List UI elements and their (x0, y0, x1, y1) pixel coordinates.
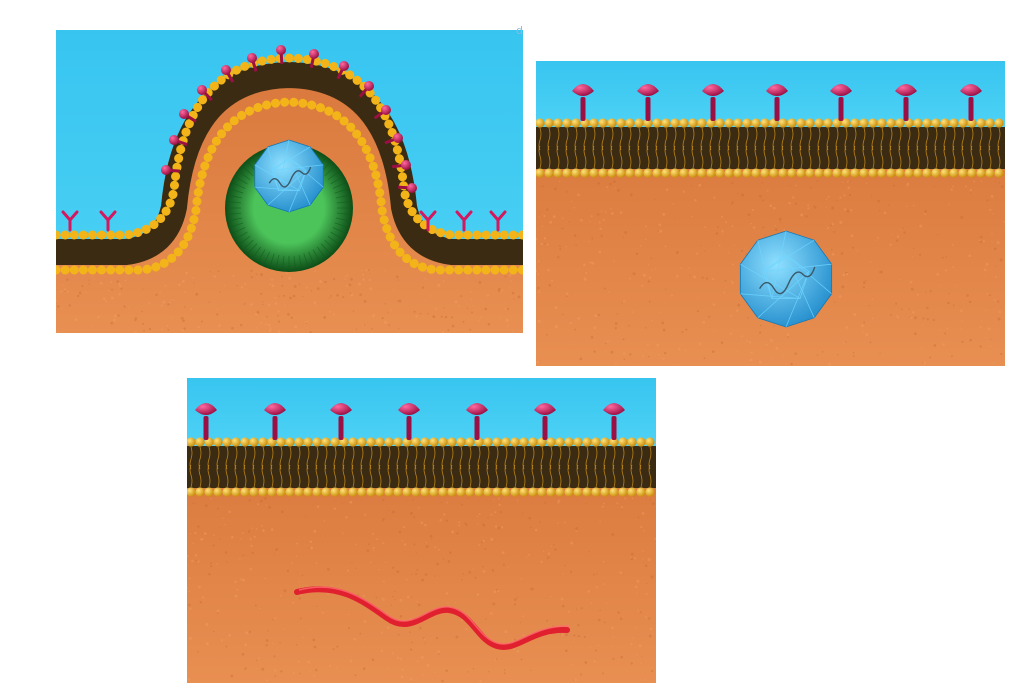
lipid-tail-layer (187, 446, 656, 488)
inner-lipid-heads (56, 97, 523, 275)
y-receptor (99, 210, 117, 232)
receptor-spike (572, 84, 594, 121)
glycoprotein-spike (161, 165, 181, 175)
lipid-tails (189, 446, 652, 488)
surface-receptors (195, 403, 625, 440)
capsid-facets (254, 139, 324, 213)
glycoprotein-spike (358, 81, 374, 98)
y-receptor (489, 210, 507, 232)
receptor-spike (466, 403, 488, 440)
red-rna-ribbon (294, 586, 570, 650)
y-receptor (455, 210, 473, 232)
extracellular-fluid (187, 378, 656, 448)
surface-receptors (572, 84, 982, 121)
cell-membrane (187, 437, 656, 497)
glycoprotein-spike (384, 133, 403, 145)
receptor-spike (702, 84, 724, 121)
panel-free-capsid (536, 61, 1005, 366)
budding-illustration (56, 30, 523, 333)
outer-lipid-heads (56, 53, 523, 240)
glycoprotein-spike (336, 61, 349, 80)
capsid-shell (739, 230, 833, 328)
glycoprotein-spike (221, 65, 235, 83)
receptor-spike (766, 84, 788, 121)
rna-ribbon-body (294, 586, 570, 650)
glycoprotein-spike (276, 45, 286, 65)
lipid-heads (187, 437, 655, 497)
receptor-spike (195, 403, 217, 440)
glycoprotein-spike (391, 160, 411, 170)
blue-icosahedral-capsid (254, 139, 324, 213)
stray-glyph: d (516, 24, 523, 37)
receptor-spike (398, 403, 420, 440)
lipid-tail-layer (56, 62, 523, 265)
rna-ribbon-highlight (298, 586, 570, 645)
receptor-spike (534, 403, 556, 440)
receptor-spike (637, 84, 659, 121)
capsid-facets (740, 230, 832, 328)
cytoplasm-texture (536, 180, 1005, 366)
receptor-spike (830, 84, 852, 121)
glycoprotein-spike (373, 105, 391, 120)
receptor-spike (330, 403, 352, 440)
glycoprotein-spike (169, 135, 188, 147)
glycoprotein-spike (247, 53, 258, 72)
genome-strand (268, 166, 312, 188)
y-receptor (419, 210, 437, 232)
genome-release-illustration (187, 378, 656, 683)
y-receptor (61, 210, 79, 232)
cell-membrane (536, 118, 1005, 178)
capsid-shell (254, 139, 324, 213)
receptor-spike (264, 403, 286, 440)
y-receptors (61, 210, 507, 232)
free-capsid-illustration (536, 61, 1005, 366)
receptor-spike (603, 403, 625, 440)
glycoprotein-spikes (161, 45, 417, 193)
genome-strand (758, 266, 816, 295)
lipid-heads (536, 118, 1004, 178)
glycoprotein-spike (197, 85, 213, 102)
receptor-spike (960, 84, 982, 121)
lipid-tail-layer (536, 127, 1005, 169)
glycoprotein-spike (179, 109, 197, 123)
blue-icosahedral-capsid (739, 230, 833, 328)
receptor-spike (895, 84, 917, 121)
lipid-tails (538, 127, 1001, 169)
glycoprotein-spike (309, 49, 319, 69)
cell-membrane (56, 53, 523, 275)
glycoprotein-spike (397, 183, 417, 193)
panel-genome-release (187, 378, 656, 683)
panel-virus-budding (56, 30, 523, 333)
